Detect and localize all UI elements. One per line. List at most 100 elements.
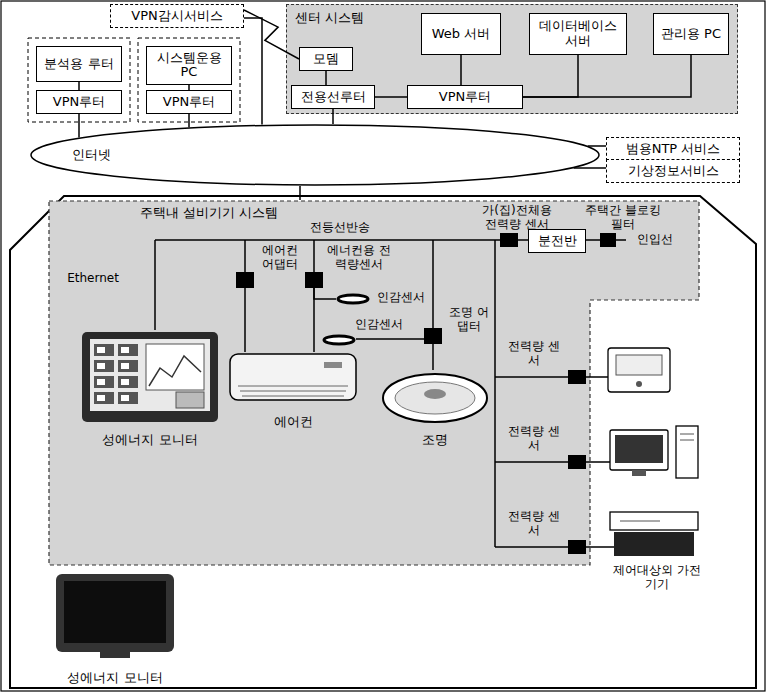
air-conditioner-shape-part [230, 354, 356, 400]
region-heading: 센터 시스템 [295, 9, 364, 27]
wiring-drawing-part-part [676, 426, 698, 478]
connector-line [375, 96, 407, 98]
region-heading: 주택내 설비기기 시스템 [140, 204, 278, 222]
power-sensor: 전력량 센서 [568, 370, 586, 384]
box-text: 모뎀 [313, 52, 339, 67]
energy-monitor-shape-part [118, 392, 138, 404]
energy-monitor-shape-part [121, 363, 129, 369]
energy-monitor-shape-part [146, 344, 204, 390]
light-fixture-shape-part [383, 374, 487, 422]
energy-monitor-shape-part [118, 360, 138, 372]
pc-box: 시스템운용 PC [146, 46, 232, 85]
air-conditioner-shape-part [238, 386, 348, 396]
box-text: 조명 [380, 433, 490, 448]
box-text: 인터넷 [72, 148, 111, 163]
box-text: 데이터베이스 서버 [534, 19, 622, 49]
energy-monitor-shape-part [176, 392, 204, 408]
connector-line [299, 186, 301, 200]
energy-monitor-shape-part [90, 339, 210, 411]
box-text: 성에너지 모니터 [50, 671, 180, 686]
box-text: 전용선루터 [301, 90, 366, 105]
part-label: 전력량 센서 [505, 425, 563, 453]
wiring-drawing-part [608, 348, 698, 556]
light-fixture-shape-part [424, 389, 446, 399]
connector-line [523, 55, 578, 97]
wiring-drawing-part [155, 240, 626, 547]
connector-line [518, 239, 528, 241]
line-label: 인입선 [630, 233, 680, 247]
motion-sensor-shape-part [338, 295, 368, 303]
internet-cloud-shape [30, 124, 600, 186]
server-box: Web 서버 [421, 13, 501, 55]
wiring-drawing-part-part [610, 512, 698, 530]
box-text: 범용NTP 서비스 [626, 142, 721, 157]
air-conditioner: 에어컨 [228, 352, 358, 430]
service-box: VPN감시서비스 [110, 4, 244, 28]
wiring-drawing-part-part [154, 240, 156, 330]
box-text: VPN루터 [439, 90, 491, 105]
light-fixture: 조명 [380, 370, 490, 448]
connector-line [523, 55, 691, 97]
service-box: 범용NTP 서비스 [606, 137, 740, 161]
energy-monitor-shape-part [94, 376, 114, 388]
energy-monitor-shape-part [97, 379, 105, 385]
server-box: 데이터베이스 서버 [529, 13, 627, 55]
energy-monitor: 성에너지 모니터 [80, 330, 220, 448]
part-label: 주택간 블로킹필터 [584, 204, 662, 232]
energy-monitor-shape-part [97, 363, 105, 369]
network-label: Ethernet [58, 272, 128, 286]
wiring-drawing-part-part [614, 532, 694, 556]
power-sensor: 가(집)전체용 전력량 센서 [500, 233, 518, 247]
appliance-label: 제어대상외 가전기기 [612, 564, 702, 592]
energy-monitor-shape [50, 572, 180, 660]
energy-monitor-shape-part [82, 332, 218, 422]
energy-monitor-shape-part [100, 652, 130, 658]
wiring-drawing-part-part [636, 381, 642, 387]
energy-monitor-shape-part [94, 344, 114, 356]
connector-line [244, 18, 262, 125]
connector-line [356, 338, 424, 340]
part-label: 인감센서 [352, 318, 406, 332]
line-label: 전등선반송 [300, 221, 380, 235]
box-text: 관리용 PC [661, 27, 721, 42]
energy-monitor-shape-part [56, 574, 174, 652]
adapter: 에어컨 어댑터 [236, 272, 254, 288]
wiring-drawing-part-part [616, 239, 626, 241]
adapter: 조명 어댑터 [424, 328, 442, 344]
light-fixture-shape-part [395, 382, 475, 414]
router-box: VPN루터 [407, 85, 523, 109]
energy-monitor-shape-part [94, 360, 114, 372]
blocking-filter: 주택간 블로킹필터 [600, 233, 616, 247]
box-text: Web 서버 [432, 27, 490, 42]
connector-line [586, 239, 600, 241]
energy-monitor: 성에너지 모니터 [50, 572, 180, 686]
connector-line [188, 114, 190, 127]
home-system-region: 주택내 설비기기 시스템가(집)전체용 전력량 센서 분전반 주택간 블로킹필터에어… [48, 200, 700, 566]
power-sensor: 전력량 센서 [568, 455, 586, 469]
motion-sensor-shape-part [324, 336, 354, 344]
air-conditioner-shape-part [324, 362, 342, 368]
connector-line [244, 288, 246, 352]
box-text: 분전반 [538, 234, 577, 249]
box-text: 기상정보서비스 [628, 164, 719, 179]
internet-cloud-shape-part [31, 125, 599, 185]
router-box: 전용선루터 [291, 85, 375, 109]
box-text: VPN감시서비스 [131, 9, 222, 24]
box-text: 성에너지 모니터 [80, 433, 220, 448]
connector-line [574, 167, 606, 169]
part-label: 전력량 센서 [505, 510, 563, 538]
energy-monitor-shape-part [121, 379, 129, 385]
background-drawing-part [10, 196, 756, 688]
power-sensor: 전력량 센서 [568, 540, 586, 554]
part-label: 인감센서 [374, 291, 428, 305]
wiring-drawing-part-part [608, 348, 670, 392]
wiring-drawing-part-part [632, 470, 646, 476]
wiring-drawing-part-part [495, 240, 568, 547]
wiring-drawing-part-part [610, 430, 668, 470]
energy-monitor-shape-part [94, 392, 114, 404]
energy-monitor-shape-part [97, 347, 105, 353]
home-system-region-shape-part [49, 201, 699, 565]
distribution-board: 분전반 [528, 229, 586, 253]
